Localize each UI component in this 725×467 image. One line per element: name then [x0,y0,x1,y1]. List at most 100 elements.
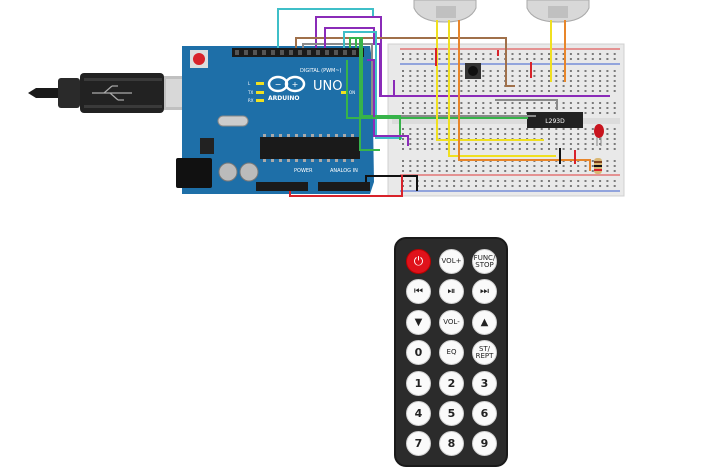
l-led [256,82,264,85]
breadboard-hole [423,102,426,104]
play-pause-button[interactable]: ⏯ [439,279,464,304]
svg-text:−: − [275,80,282,89]
breadboard-hole [475,143,477,145]
breadboard-hole [409,148,412,150]
breadboard-hole [482,70,485,72]
breadboard-hole [533,143,536,145]
breadboard-hole [482,112,485,114]
breadboard-hole [569,170,572,172]
resistor[interactable] [594,158,602,174]
breadboard-hole [489,102,492,104]
l293d-chip[interactable] [527,112,583,128]
digit-9-button[interactable]: 9 [472,431,497,456]
breadboard-hole [613,53,616,55]
breadboard-hole [518,170,521,172]
breadboard-hole [526,90,529,92]
breadboard-hole [540,143,543,145]
down-button[interactable]: ▼ [406,310,431,335]
breadboard-hole [555,170,558,172]
breadboard-hole [475,128,477,130]
digit-2-button[interactable]: 2 [439,371,464,396]
breadboard-hole [569,85,572,87]
breadboard-hole [496,112,499,114]
breadboard-hole [489,185,492,187]
breadboard-hole [606,128,609,130]
breadboard-hole [431,133,434,135]
breadboard-hole [577,85,580,87]
breadboard-hole [423,180,426,182]
breadboard-hole [489,90,492,92]
dc-motor-left[interactable] [413,0,477,23]
breadboard-hole [409,85,412,87]
breadboard-hole [548,85,550,87]
reset-button[interactable] [193,53,205,65]
prev-button[interactable]: ⏮ [406,279,431,304]
breadboard-hole [540,70,543,72]
usb-cable[interactable] [28,73,186,113]
digit-4-button[interactable]: 4 [406,401,431,426]
rx-label: RX [248,98,254,103]
digit-8-button[interactable]: 8 [439,431,464,456]
vol-up-button[interactable]: VOL+ [439,249,464,274]
next-button[interactable]: ⏭ [472,279,497,304]
vol-down-button[interactable]: VOL- [439,310,464,335]
breadboard-hole [438,165,441,167]
digit-3-button[interactable]: 3 [472,371,497,396]
breadboard-hole [533,148,536,150]
breadboard-hole [526,75,529,77]
breadboard-hole [475,185,477,187]
breadboard-hole [416,170,419,172]
eq-button[interactable]: EQ [439,340,464,365]
digit-1-button[interactable]: 1 [406,371,431,396]
breadboard-hole [467,148,470,150]
breadboard-hole [540,185,543,187]
breadboard-hole [475,53,477,55]
breadboard-hole [423,107,426,109]
breadboard-hole [453,143,456,145]
breadboard-hole [613,143,616,145]
breadboard-hole [496,80,499,82]
breadboard-hole [453,75,456,77]
breadboard-hole [467,85,470,87]
breadboard-hole [577,138,580,140]
digit-7-button[interactable]: 7 [406,431,431,456]
breadboard-hole [606,85,609,87]
breadboard-hole [496,102,499,104]
up-button[interactable]: ▲ [472,310,497,335]
breadboard-hole [613,128,616,130]
red-led[interactable] [594,124,604,146]
breadboard-hole [591,75,594,77]
breadboard-hole [511,107,514,109]
st-rept-button[interactable]: ST/ REPT [472,340,497,365]
digit-0-button[interactable]: 0 [406,340,431,365]
breadboard-hole [584,133,587,135]
breadboard-hole [423,148,426,150]
breadboard-hole [606,148,609,150]
func-stop-button[interactable]: FUNC/ STOP [472,249,497,274]
breadboard-hole [562,180,565,182]
dc-motor-right[interactable] [526,0,590,23]
breadboard-hole [591,112,594,114]
arduino-board[interactable]: − + UNO ARDUINO DIGITAL (PWM~) ANALOG IN… [176,46,374,194]
breadboard-hole [438,90,441,92]
breadboard-hole [577,185,580,187]
breadboard-hole [475,90,477,92]
breadboard-hole [562,90,565,92]
breadboard-hole [533,107,536,109]
breadboard-hole [496,107,499,109]
breadboard-hole [577,80,580,82]
breadboard-hole [548,102,550,104]
breadboard-hole [438,128,441,130]
breadboard-hole [533,85,536,87]
power-button[interactable]: ⏻ [406,249,431,274]
breadboard-hole [482,75,485,77]
digit-6-button[interactable]: 6 [472,401,497,426]
breadboard-hole [613,90,616,92]
breadboard-hole [504,107,507,109]
breadboard-hole [409,160,412,162]
digit-5-button[interactable]: 5 [439,401,464,426]
breadboard-hole [591,133,594,135]
breadboard-hole [445,102,448,104]
breadboard-hole [584,107,587,109]
